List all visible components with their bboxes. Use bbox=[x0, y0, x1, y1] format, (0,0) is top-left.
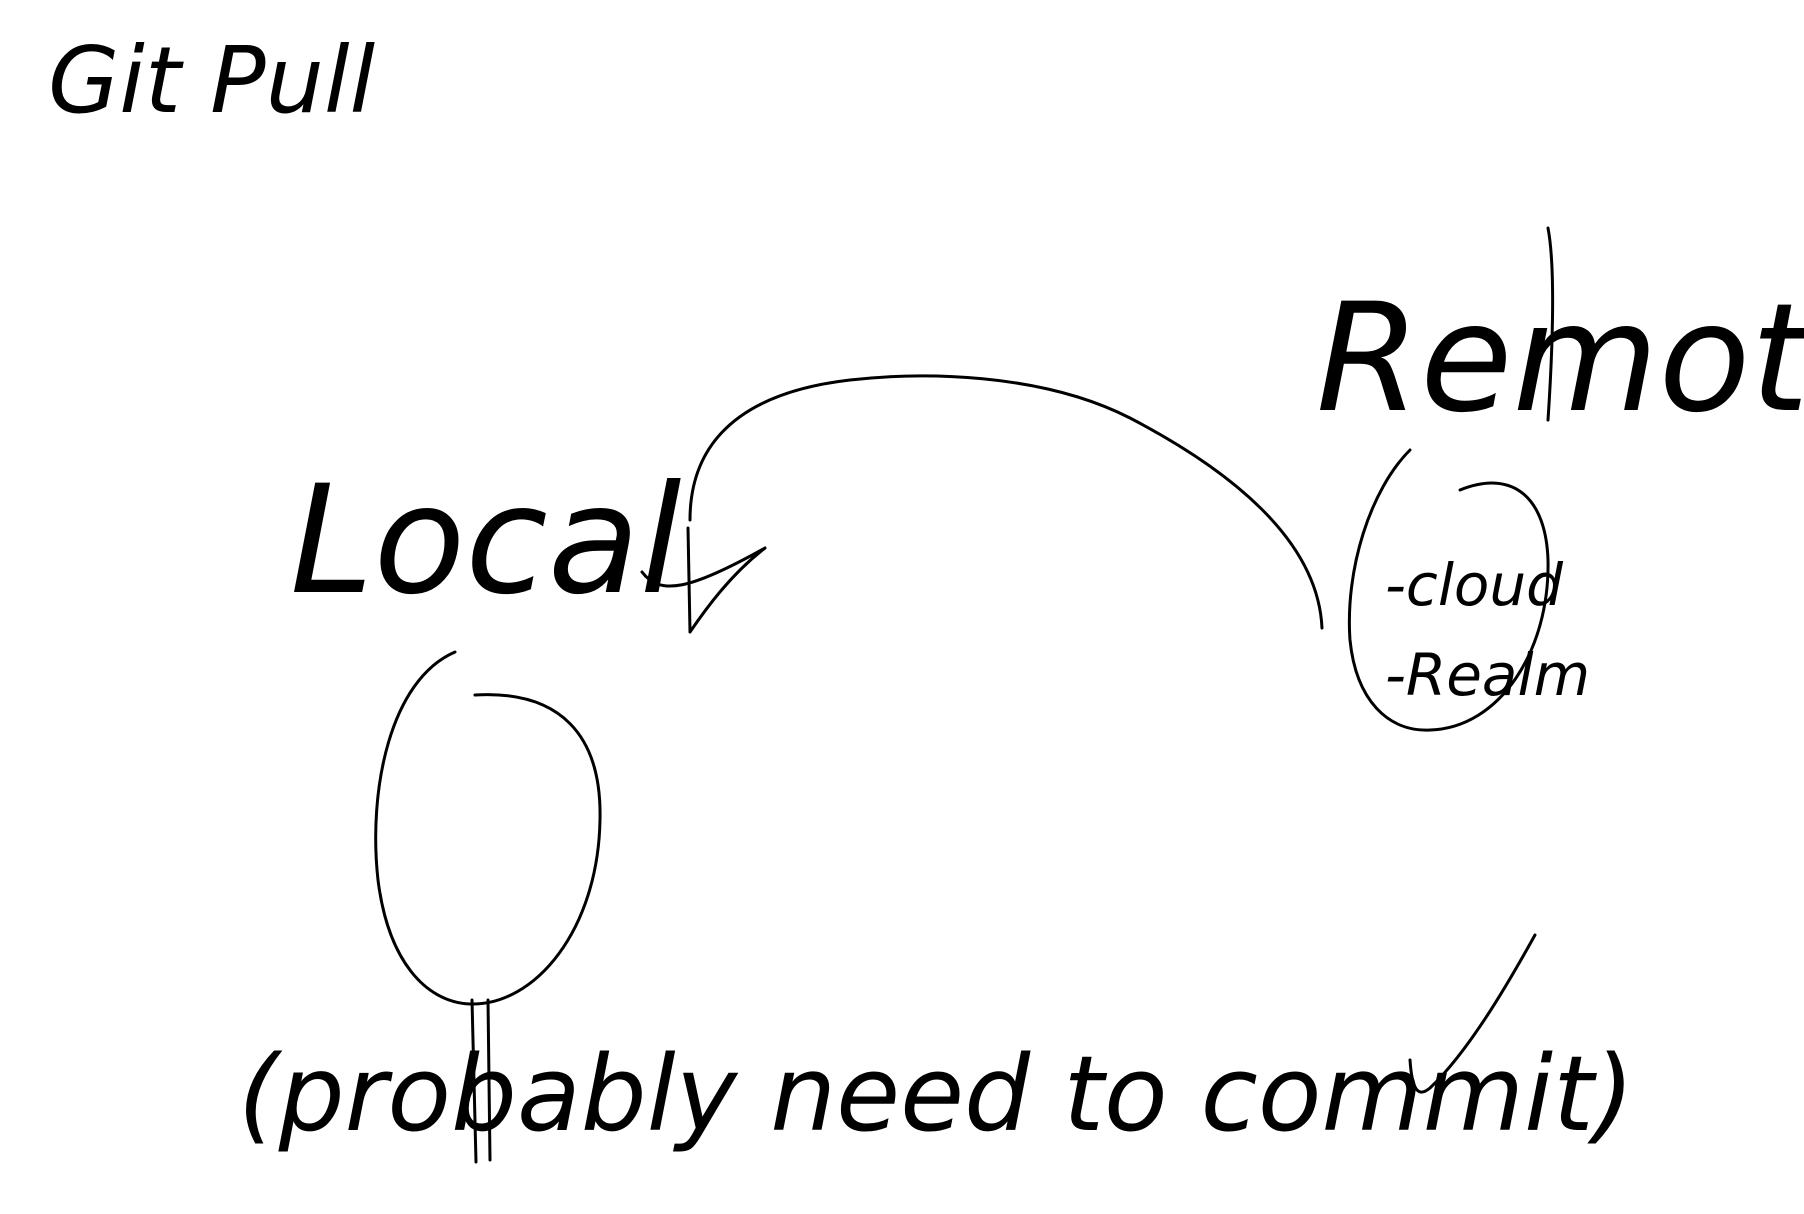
remote-label: Remote bbox=[1316, 272, 1804, 446]
remote-item-realm: -Realm bbox=[1385, 641, 1590, 709]
remote-t-stroke bbox=[1546, 226, 1555, 422]
local-connector-line-2 bbox=[486, 998, 492, 1162]
title-text: Git Pull bbox=[48, 27, 376, 134]
local-label: Local bbox=[290, 454, 681, 628]
commit-annotation: (probably need to commit) bbox=[238, 1033, 1634, 1155]
local-repo-circle bbox=[374, 650, 602, 1006]
remote-item-cloud: -cloud bbox=[1385, 551, 1564, 619]
pull-arrow-curve bbox=[688, 374, 1324, 630]
checkmark-icon bbox=[1408, 933, 1537, 1094]
local-connector-line bbox=[470, 998, 478, 1164]
pull-arrow-head bbox=[640, 526, 767, 634]
remote-repo-circle bbox=[1347, 448, 1550, 732]
